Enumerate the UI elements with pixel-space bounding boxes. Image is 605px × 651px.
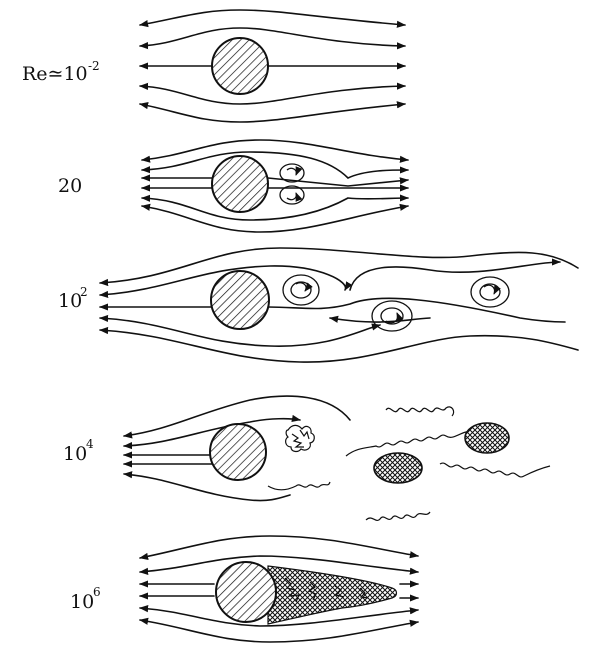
label-exponent: 4 — [86, 437, 94, 451]
eddy — [280, 164, 304, 182]
turbulent-filament — [366, 512, 430, 520]
turbulent-shear-layer — [268, 482, 330, 490]
streamline — [140, 104, 405, 122]
streamline — [100, 248, 578, 283]
streamline — [330, 318, 430, 322]
reynolds-label-2: 20 — [58, 175, 82, 197]
streamline — [140, 10, 405, 25]
reynolds-label-3: 10 2 — [58, 285, 88, 312]
reynolds-label-1: Re≃10 -2 — [22, 59, 100, 85]
turbulent-vortex — [374, 453, 422, 483]
eddy-arrow — [287, 193, 296, 200]
label-exponent: -2 — [88, 59, 100, 73]
panel-turbulent-vortex-street — [124, 396, 550, 520]
reynolds-label-4: 10 4 — [63, 437, 94, 465]
cylinder — [216, 562, 276, 622]
panel-attached-eddies — [142, 140, 408, 232]
label-exponent: 2 — [80, 285, 88, 299]
vortex — [283, 275, 319, 305]
cylinder — [210, 424, 266, 480]
turbulent-vortex — [465, 423, 509, 453]
streamline — [142, 140, 408, 160]
streamline — [140, 86, 405, 104]
reynolds-label-5: 10 6 — [70, 585, 101, 613]
streamline — [140, 536, 418, 558]
eddy-arrow — [287, 168, 296, 175]
panel-creeping-flow — [140, 10, 405, 122]
cylinder — [212, 38, 268, 94]
panel-turbulent-wake — [140, 536, 418, 642]
label-base: 10 — [63, 443, 87, 465]
cylinder — [211, 271, 269, 329]
turbulent-filament — [346, 431, 474, 456]
streamline — [350, 262, 560, 290]
streamline — [100, 330, 578, 362]
vortex — [471, 277, 509, 307]
label-base: 10 — [70, 591, 94, 613]
panel-vortex-street — [100, 248, 578, 362]
streamline — [142, 152, 408, 178]
streamline — [140, 28, 405, 46]
turbulent-filament — [386, 407, 454, 416]
vortex — [372, 301, 412, 331]
label-exponent: 6 — [93, 585, 101, 599]
turbulent-eddy — [292, 430, 309, 447]
label-base: Re≃10 — [22, 63, 88, 85]
label-base: 10 — [58, 290, 82, 312]
label-base: 20 — [58, 175, 82, 197]
cylinder — [212, 156, 268, 212]
streamline — [140, 620, 418, 642]
streamline — [142, 178, 408, 186]
turbulent-filament — [440, 463, 550, 477]
streamline — [124, 474, 290, 501]
